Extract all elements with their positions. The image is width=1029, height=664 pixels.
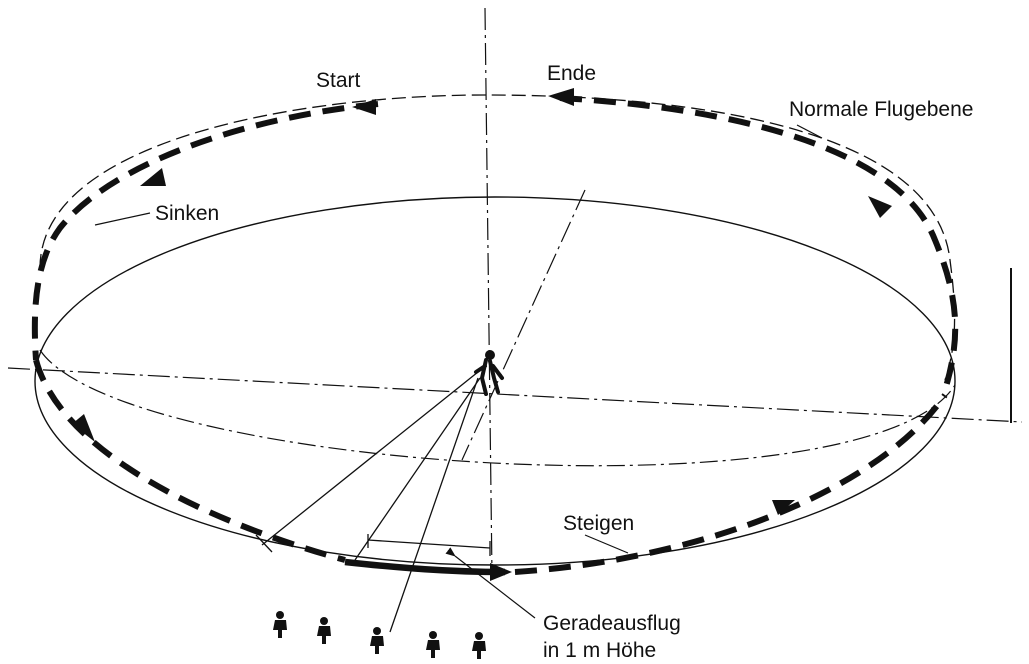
spectator-4-icon bbox=[426, 631, 440, 658]
spectators bbox=[273, 611, 486, 659]
spectator-3-icon bbox=[370, 627, 384, 654]
flight-path-climb bbox=[514, 393, 948, 575]
tick-mark bbox=[255, 534, 273, 553]
arrow-ende bbox=[548, 88, 574, 106]
arrow-climb bbox=[772, 500, 795, 515]
control-line-1 bbox=[261, 371, 479, 546]
ground-circle-back bbox=[39, 349, 956, 467]
spectator-1-icon bbox=[273, 611, 287, 638]
label-start: Start bbox=[316, 69, 361, 92]
flight-path-upper-right bbox=[559, 95, 959, 391]
arrow-right-side bbox=[868, 196, 892, 218]
horizontal-axis bbox=[7, 367, 1023, 423]
normal-flight-plane bbox=[39, 94, 956, 381]
ground-circle bbox=[34, 196, 956, 566]
vertical-axis bbox=[484, 7, 493, 576]
straight-flight-bracket bbox=[367, 539, 491, 549]
arrow-start bbox=[352, 99, 376, 115]
leader-sinken bbox=[94, 212, 151, 226]
label-normale-flugebene: Normale Flugebene bbox=[789, 98, 973, 121]
flight-path-lower-left bbox=[33, 359, 346, 563]
leader-geradeausflug bbox=[445, 547, 536, 619]
label-geradeausflug-line2: in 1 m Höhe bbox=[543, 639, 656, 662]
arrow-straight bbox=[490, 563, 512, 581]
diagonal-axis bbox=[461, 189, 586, 461]
flight-path-straight bbox=[344, 558, 506, 576]
arrow-lower-left bbox=[72, 414, 95, 442]
leader-steigen bbox=[584, 534, 629, 554]
label-geradeausflug-line1: Geradeausflug bbox=[543, 612, 681, 635]
arrow-descent-upper bbox=[140, 168, 166, 186]
leader-normale-flugebene bbox=[796, 124, 823, 139]
control-line-3 bbox=[389, 377, 479, 633]
label-sinken: Sinken bbox=[155, 202, 219, 225]
label-steigen: Steigen bbox=[563, 512, 634, 535]
spectator-5-icon bbox=[472, 632, 486, 659]
spectator-2-icon bbox=[317, 617, 331, 644]
pilot-figure bbox=[474, 350, 504, 396]
control-line-2 bbox=[354, 377, 481, 561]
label-ende: Ende bbox=[547, 62, 596, 85]
flight-path-descent bbox=[31, 101, 379, 361]
